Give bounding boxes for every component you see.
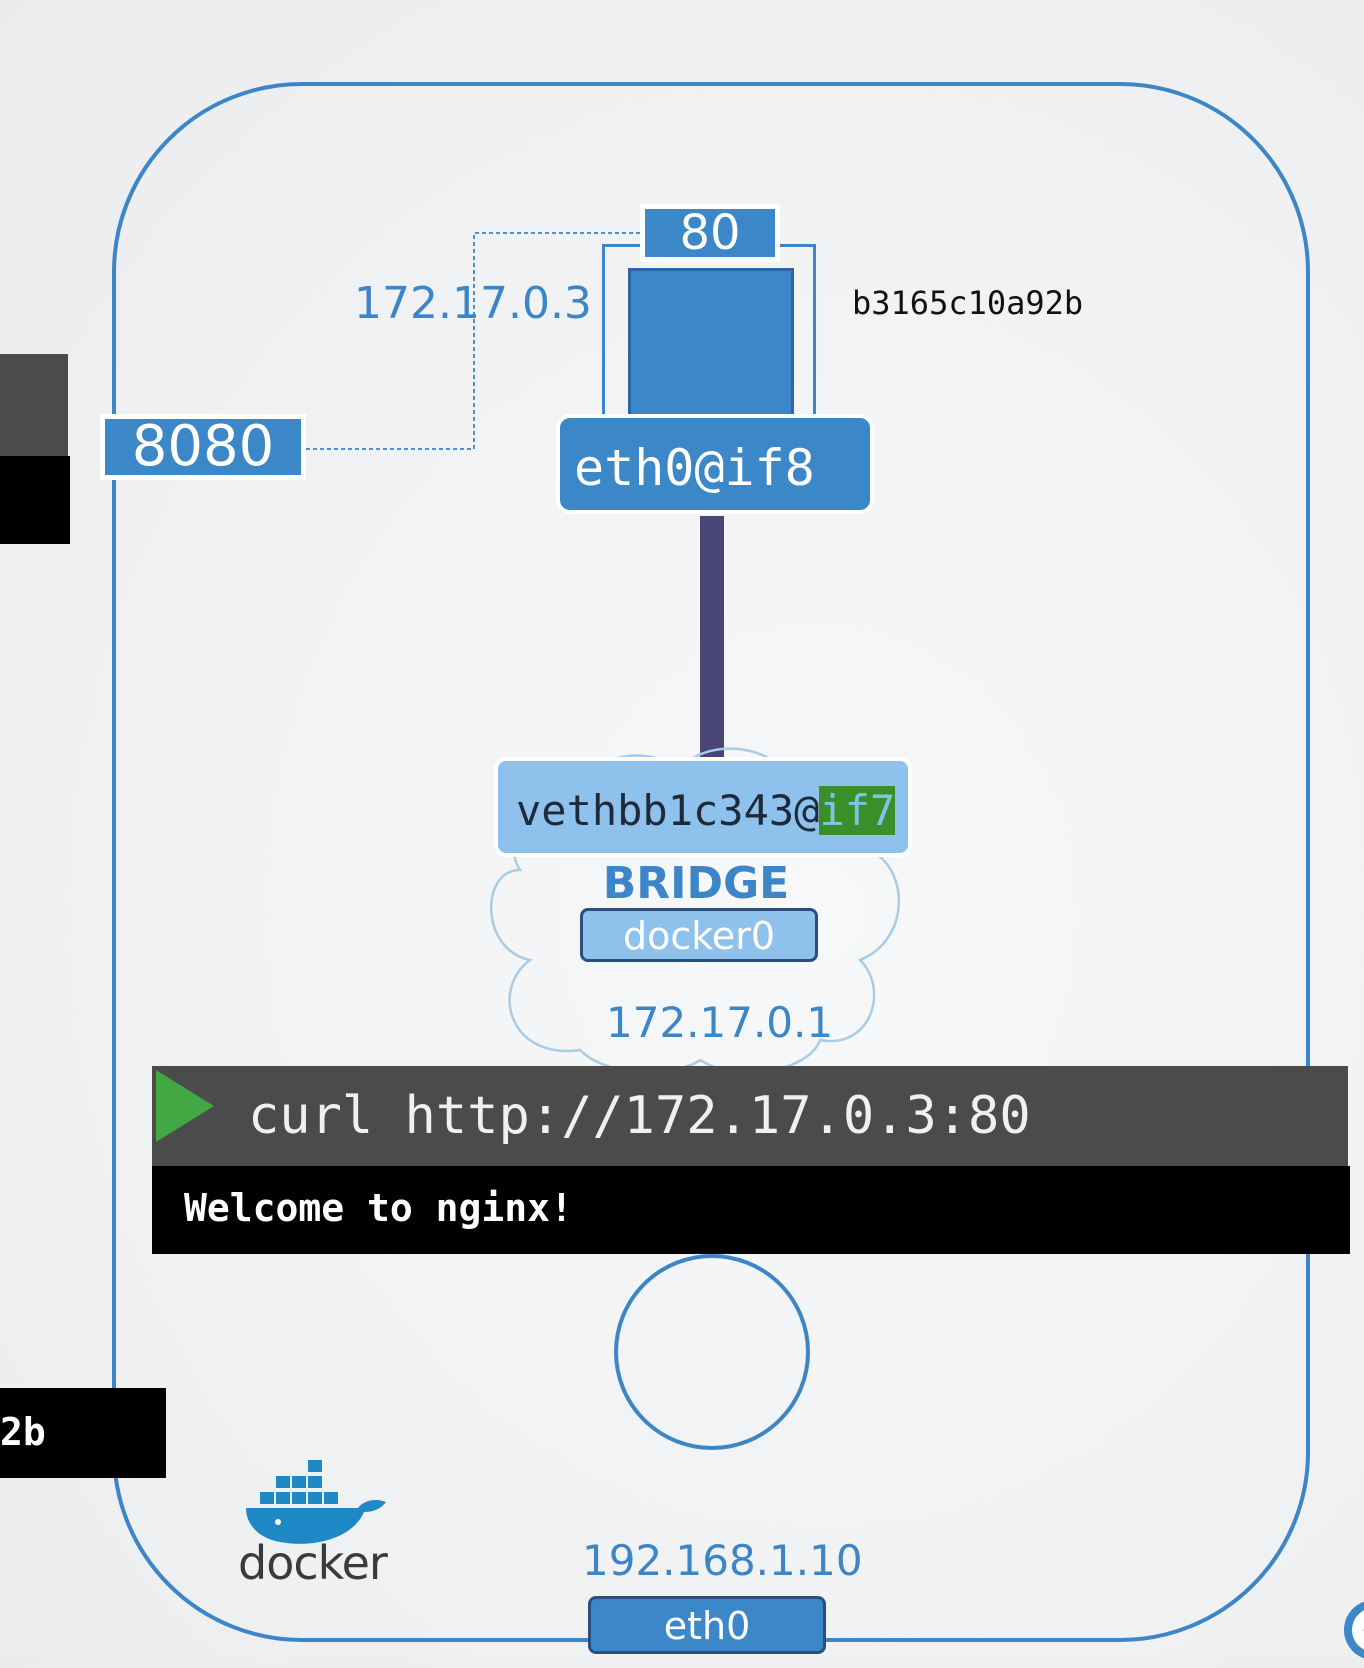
bridge-title: BRIDGE [602,858,790,909]
left-id-fragment [0,1388,166,1478]
veth-interface: vethbb1c343@if7 [494,757,912,857]
terminal-output: Welcome to nginx! [184,1186,573,1230]
bridge-ip: 172.17.0.1 [606,998,834,1047]
bridge-name-badge: docker0 [580,908,818,962]
bridge-cloud-icon [490,747,901,1074]
host-port-label: 8080 [100,414,306,480]
docker-logo-text: docker [238,1536,388,1590]
terminal-output-bar [152,1166,1350,1254]
host-ip: 192.168.1.10 [582,1536,863,1585]
play-icon [156,1070,214,1142]
corner-badge-icon [1344,1601,1364,1659]
container-box [628,268,794,422]
terminal-command: curl http://172.17.0.3:80 [248,1086,1031,1146]
left-terminal-output-fragment [0,456,70,544]
container-id: b3165c10a92b [852,284,1084,322]
docker-whale-icon [246,1460,386,1544]
container-interface: eth0@if8 [556,414,874,514]
veth-name: vethbb1c343@ [516,786,820,835]
left-terminal-fragment [0,354,68,460]
container-port-label: 80 [640,204,780,262]
left-id-fragment-text: 2b [0,1410,46,1454]
veth-wire [700,516,724,760]
container-ip: 172.17.0.3 [354,278,592,329]
host-network-circle [614,1254,810,1450]
terminal-command-bar [152,1066,1348,1170]
host-interface-badge: eth0 [588,1596,826,1654]
veth-peer-highlight: if7 [819,786,896,835]
